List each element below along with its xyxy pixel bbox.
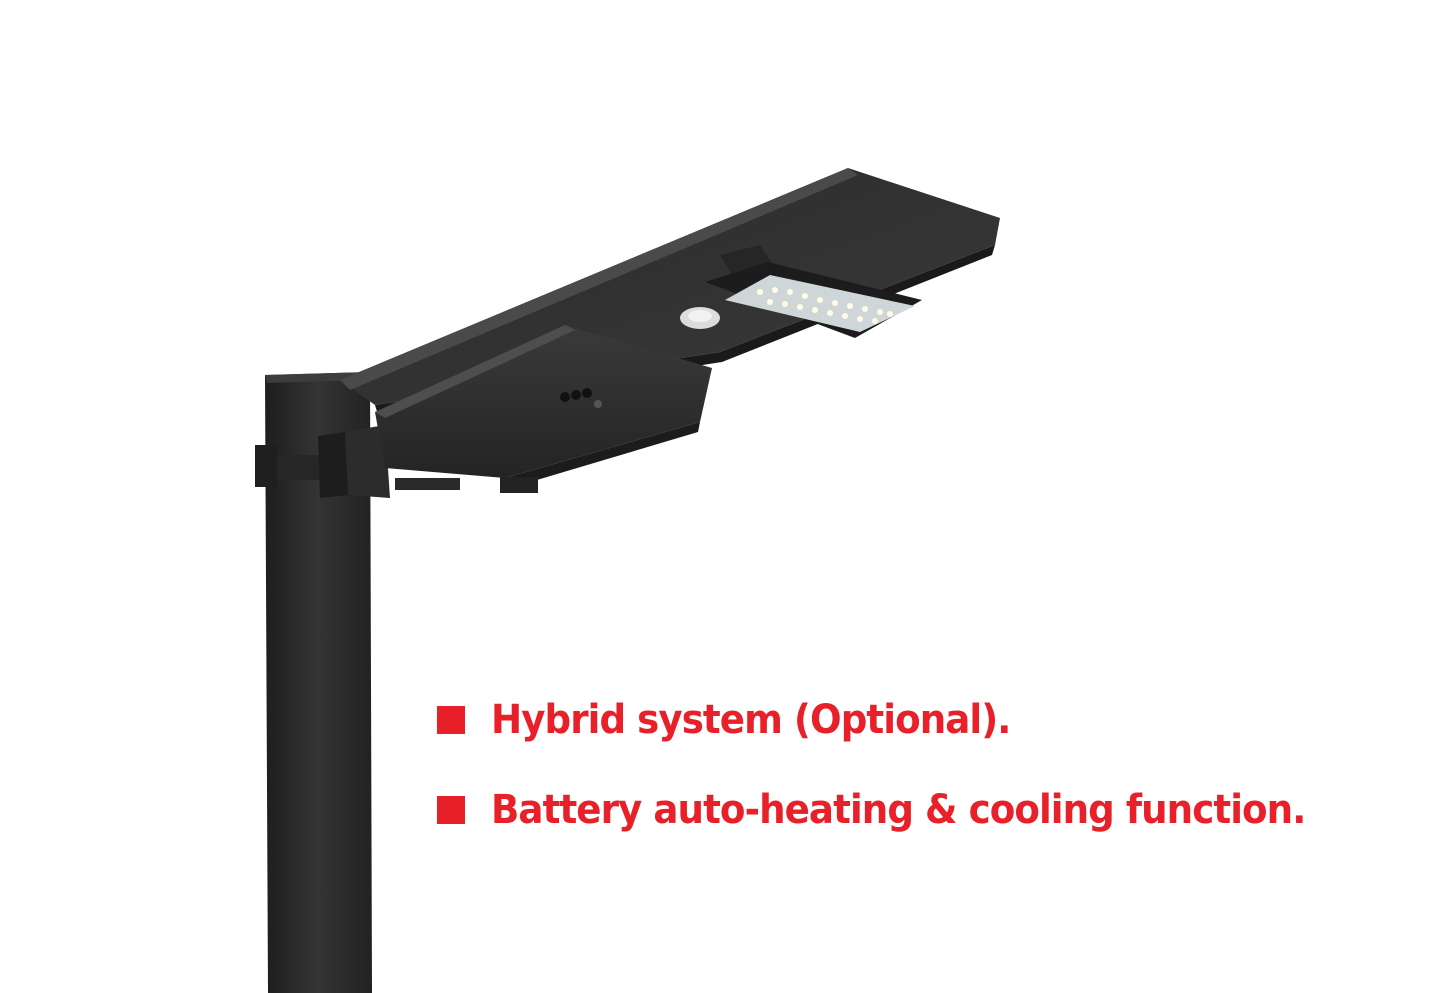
feature-item-battery-heating-cooling: Battery auto-heating & cooling function. (437, 780, 1427, 840)
red-square-bullet-icon (437, 796, 465, 824)
motion-sensor (680, 307, 720, 329)
feature-item-hybrid-system: Hybrid system (Optional). (437, 690, 1427, 750)
feature-list: Hybrid system (Optional). Battery auto-h… (437, 690, 1427, 870)
red-square-bullet-icon (437, 706, 465, 734)
feature-text: Battery auto-heating & cooling function. (491, 787, 1306, 833)
led-light-head (705, 245, 922, 338)
battery-box (375, 325, 712, 493)
feature-text: Hybrid system (Optional). (491, 697, 1011, 743)
mounting-bracket (255, 425, 390, 498)
